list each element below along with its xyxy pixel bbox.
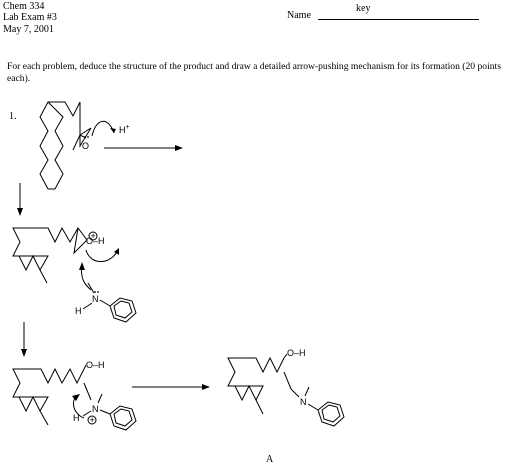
epoxide-structure: O (39, 101, 92, 190)
lone-pair-dot (94, 291, 96, 293)
protonated-epoxide: O–H + (12, 226, 105, 284)
alkyl-chain-1 (39, 101, 87, 190)
n-methyl-bond-3 (304, 386, 310, 397)
name-underline (318, 19, 479, 20)
oxygen-label-1: O (82, 141, 89, 151)
exam-title: Lab Exam #3 (3, 12, 57, 23)
nitrogen-label-3: N (300, 397, 307, 407)
n-phenyl-bond (99, 299, 111, 307)
hydroxyl-label-1: O–H (86, 360, 105, 370)
ammonium-intermediate: O–H N + H (12, 360, 137, 431)
phenyl-ring-2 (109, 405, 137, 431)
lone-pair-dot (97, 291, 99, 293)
arrowhead-3 (79, 262, 85, 270)
alkyl-chain-2b (18, 254, 41, 272)
proton-label: H+ (119, 124, 130, 135)
oxonium-charge (88, 231, 98, 241)
n-h-bond-2 (82, 410, 92, 417)
arrowhead-4 (72, 394, 80, 401)
n-hydrogen-label-2: H (73, 413, 80, 423)
arrowhead-1 (110, 128, 116, 133)
oxonium-plus: + (91, 231, 96, 241)
n-hydrogen-label: H (75, 306, 82, 316)
down-arrowhead-2 (21, 349, 27, 357)
phenyl-ring-2-inner (113, 408, 133, 427)
curved-arrow-2 (85, 249, 119, 263)
n-phenyl-bond-2 (99, 409, 111, 415)
ammonium-plus: + (90, 415, 95, 425)
oh-bond-1 (83, 364, 87, 370)
product-label: A (266, 454, 274, 465)
oxygen-label-2: O–H (86, 236, 105, 246)
ammonium-charge (87, 415, 97, 425)
n-methyl-bond-2 (97, 393, 103, 404)
amine-structure: N H (75, 282, 137, 323)
alkyl-chain-4b (234, 384, 257, 402)
instructions: For each problem, deduce the structure o… (7, 61, 501, 84)
nitrogen-label-2: N (92, 404, 99, 414)
n-h-bond (82, 302, 93, 310)
lone-pair-dot (84, 136, 86, 138)
n-phenyl-bond-3 (307, 403, 319, 411)
c-n-bond-1 (83, 382, 92, 401)
phenyl-ring-3-inner (321, 404, 341, 423)
c-n-bond-2 (283, 371, 292, 390)
down-arrowhead-1 (17, 208, 23, 216)
alkyl-chain-3b (18, 395, 41, 413)
phenyl-ring-1 (109, 297, 137, 323)
alkyl-chain-1b (47, 101, 64, 190)
phenyl-ring-1-inner (113, 300, 133, 319)
nitrogen-label-1: N (92, 294, 99, 304)
problem-number: 1. (9, 111, 17, 122)
n-methyl-bond (87, 282, 95, 294)
course-title: Chem 334 (3, 1, 45, 12)
alkyl-chain-2 (12, 226, 79, 284)
ch2-n-bond (290, 388, 300, 398)
alkyl-chain-3 (12, 367, 85, 426)
alkyl-chain-4 (227, 356, 285, 415)
reaction-arrowhead-2 (202, 384, 210, 390)
name-value: key (356, 3, 371, 14)
name-label: Name (287, 10, 311, 21)
exam-date: May 7, 2001 (3, 24, 54, 35)
lone-pair-dot (87, 136, 89, 138)
oh-bond-2 (283, 353, 288, 359)
epoxide-ring-2 (73, 226, 88, 255)
reaction-arrowhead-1 (175, 145, 183, 151)
arrowhead-2 (114, 248, 119, 255)
phenyl-ring-3 (317, 401, 345, 427)
hydroxyl-label-2: O–H (287, 348, 306, 358)
product-a: O–H N (227, 348, 345, 427)
